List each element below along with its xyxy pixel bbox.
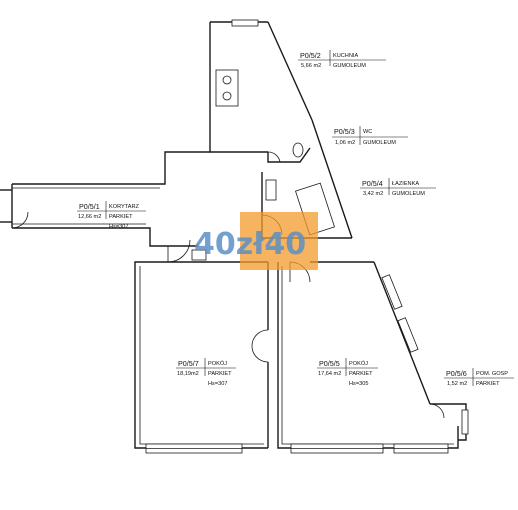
window-diagonal-1	[381, 274, 403, 310]
label-bathroom-code: P0/5/4	[362, 179, 383, 188]
stove-burner-icon	[222, 91, 232, 101]
label-kitchen-floor: GUMOLEUM	[333, 63, 366, 69]
label-room-left-area: 18,19m2	[177, 371, 199, 377]
label-corridor-area: 12,66 m2	[78, 214, 101, 220]
watermark-orange-block	[240, 212, 318, 270]
label-storage: P0/5/6 POM. GOSP 1,52 m2 PARKIET	[444, 368, 514, 387]
label-storage-name: POM. GOSP	[476, 371, 508, 377]
door-wc	[267, 151, 281, 163]
room-left-inner	[139, 266, 264, 445]
label-room-right-floor: PARKIET	[349, 371, 373, 377]
label-wc-area: 1,06 m2	[335, 140, 355, 146]
fixtures	[191, 69, 335, 261]
room-left-walls	[134, 261, 268, 449]
storage-walls	[430, 403, 467, 441]
label-corridor-floor: PARKIET	[109, 214, 133, 220]
label-corridor: P0/5/1 KORYTARZ 12,66 m2 PARKIET Hs=307	[77, 201, 146, 230]
window-kitchen	[231, 19, 259, 27]
windows	[145, 19, 469, 454]
door-room-left	[167, 239, 191, 263]
label-wc-name: WC	[363, 129, 372, 135]
sink-icon	[222, 75, 232, 85]
label-room-left-code: P0/5/7	[178, 359, 199, 368]
corridor-top-wall	[12, 151, 210, 185]
label-room-left-height: Hs=307	[208, 381, 227, 387]
label-corridor-height: Hs=307	[109, 224, 128, 230]
label-room-left: P0/5/7 POKÓJ 18,19m2 PARKIET Hs=307	[176, 358, 236, 387]
label-room-right-area: 17,64 m2	[318, 371, 341, 377]
label-bathroom-name: ŁAZIENKA	[392, 181, 419, 187]
label-corridor-code: P0/5/1	[79, 202, 100, 211]
toilet-icon	[292, 142, 304, 158]
radiator-icon	[191, 249, 207, 261]
door-corridor-left	[11, 211, 29, 229]
room-right-inner	[281, 266, 454, 445]
label-room-right: P0/5/5 POKÓJ 17,64 m2 PARKIET Hs=305	[317, 358, 378, 387]
label-kitchen: P0/5/2 KUCHNIA 5,66 m2 GUMOLEUM	[298, 50, 386, 69]
kitchen-wall-left	[209, 22, 268, 153]
room-right-walls	[277, 262, 459, 449]
watermark-logo: 40zł40	[194, 227, 306, 262]
label-room-right-name: POKÓJ	[349, 360, 368, 367]
label-bathroom-floor: GUMOLEUM	[392, 191, 425, 197]
window-storage	[461, 409, 469, 435]
label-bathroom: P0/5/4 ŁAZIENKA 3,42 m2 GUMOLEUM	[360, 178, 436, 197]
label-room-left-name: POKÓJ	[208, 360, 227, 367]
label-kitchen-code: P0/5/2	[300, 51, 321, 60]
room-labels: P0/5/2 KUCHNIA 5,66 m2 GUMOLEUM P0/5/3 W…	[77, 50, 514, 387]
room-right-diagonal	[373, 261, 431, 405]
door-storage	[429, 403, 445, 419]
watermark: 40zł40	[194, 212, 318, 270]
window-diagonal-2	[397, 317, 419, 353]
washbasin-icon	[265, 179, 277, 201]
label-wc-code: P0/5/3	[334, 127, 355, 136]
label-wc: P0/5/3 WC 1,06 m2 GUMOLEUM	[332, 126, 408, 146]
kitchen-counter	[215, 69, 239, 107]
label-corridor-name: KORYTARZ	[109, 204, 140, 210]
label-kitchen-name: KUCHNIA	[333, 53, 358, 59]
label-storage-floor: PARKIET	[476, 381, 500, 387]
label-storage-code: P0/5/6	[446, 369, 467, 378]
kitchen-wall-diagonal	[267, 21, 313, 121]
bathroom-wall-diagonal	[311, 119, 353, 239]
door-between-rooms	[251, 329, 269, 363]
wc-partition	[267, 147, 311, 163]
label-room-right-height: Hs=305	[349, 381, 368, 387]
label-wc-floor: GUMOLEUM	[363, 140, 396, 146]
label-kitchen-area: 5,66 m2	[301, 63, 321, 69]
label-bathroom-area: 3,42 m2	[363, 191, 383, 197]
label-room-right-code: P0/5/5	[319, 359, 340, 368]
label-room-left-floor: PARKIET	[208, 371, 232, 377]
corridor-bottom-wall	[12, 227, 198, 247]
label-storage-area: 1,52 m2	[447, 381, 467, 387]
